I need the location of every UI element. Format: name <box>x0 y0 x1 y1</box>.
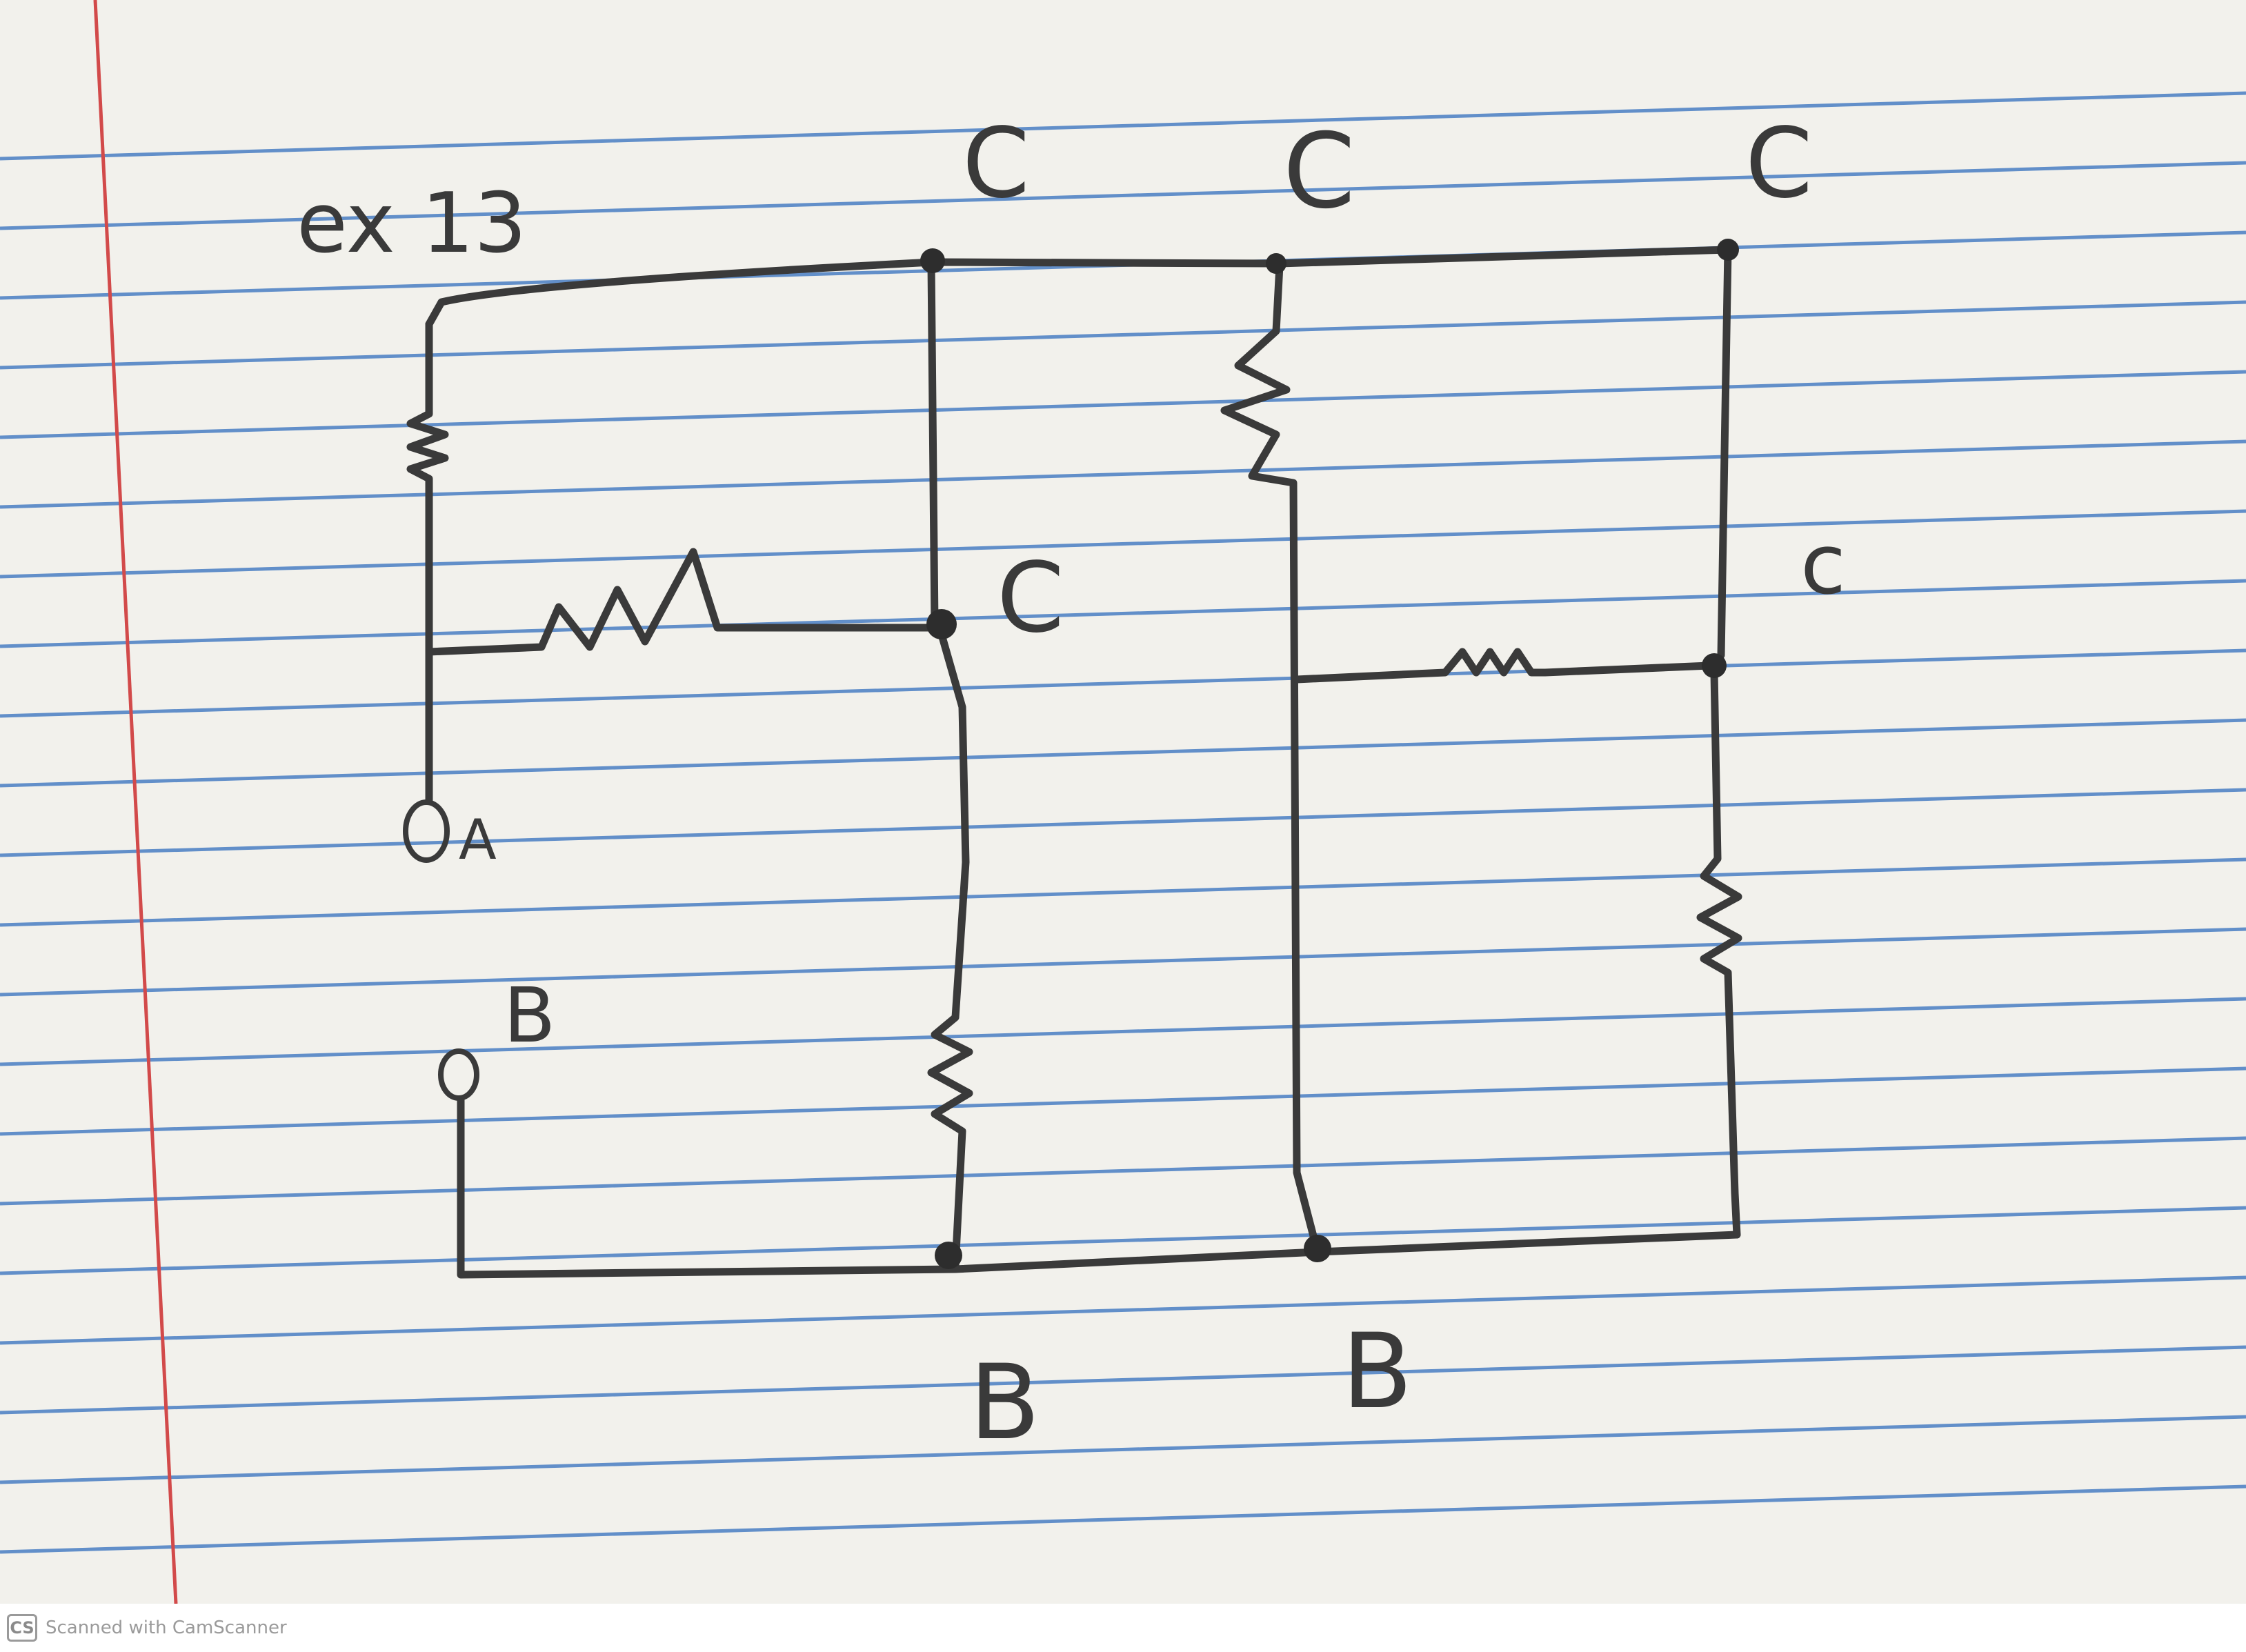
ruled-line <box>0 161 2246 230</box>
junction-dot <box>1266 253 1286 274</box>
wire-c-c <box>927 259 939 628</box>
ruled-line <box>0 927 2246 997</box>
ruled-line <box>0 579 2246 648</box>
margin-line <box>93 0 178 1604</box>
title-label: ex 13 <box>297 176 527 272</box>
scanner-footer: CS Scanned with CamScanner <box>0 1604 2246 1652</box>
notebook-page: ex 13 C C C C c A B B B <box>0 0 2246 1604</box>
camscanner-logo: CS <box>7 1614 37 1642</box>
ruled-line <box>0 1136 2246 1206</box>
node-label-mid-c-right: c <box>1800 517 1846 613</box>
circuit-diagram: ex 13 C C C C c A B B B <box>0 0 2246 1604</box>
terminal-b-circle <box>438 1048 479 1101</box>
ruled-lines <box>0 91 2246 1554</box>
ruled-line <box>0 857 2246 927</box>
node-label-top-c1: C <box>962 108 1030 220</box>
junction-dot <box>935 1242 962 1269</box>
right-resistor-branch <box>1220 261 1322 1256</box>
ruled-line <box>0 718 2246 788</box>
bottom-wire <box>457 1096 1741 1279</box>
wire-right-c <box>1717 246 1732 659</box>
ruled-line <box>0 1275 2246 1345</box>
ruled-line <box>0 370 2246 439</box>
ruled-line <box>0 1206 2246 1275</box>
node-label-bottom-b1: B <box>969 1343 1040 1463</box>
ruled-line <box>0 300 2246 370</box>
horizontal-small-resistor <box>1293 648 1713 684</box>
ruled-line <box>0 1415 2246 1484</box>
ruled-line <box>0 788 2246 857</box>
ruled-line <box>0 1484 2246 1554</box>
scanner-watermark-text: Scanned with CamScanner <box>46 1618 287 1638</box>
top-wire <box>425 246 1732 328</box>
terminal-label-a: A <box>459 808 497 872</box>
junction-dot <box>1702 653 1727 678</box>
ruled-line <box>0 997 2246 1066</box>
ruled-line <box>0 1345 2246 1415</box>
terminal-a-circle <box>403 799 450 863</box>
node-label-mid-c-left: C <box>997 542 1064 655</box>
ruled-line <box>0 648 2246 718</box>
node-label-top-c2: C <box>1283 112 1355 232</box>
node-label-top-c3: C <box>1745 108 1813 220</box>
node-label-bottom-b2: B <box>1342 1312 1413 1432</box>
junction-dot <box>1304 1235 1331 1262</box>
ruled-line <box>0 91 2246 161</box>
ruled-line <box>0 1066 2246 1136</box>
terminal-label-b: B <box>504 971 555 1059</box>
ruled-line <box>0 439 2246 509</box>
ruled-line <box>0 509 2246 579</box>
junction-dot <box>920 248 945 273</box>
junction-dot <box>1717 239 1739 261</box>
junction-dot <box>926 609 957 639</box>
far-right-resistor-branch <box>1696 668 1742 1239</box>
middle-resistor-branch <box>927 630 973 1270</box>
